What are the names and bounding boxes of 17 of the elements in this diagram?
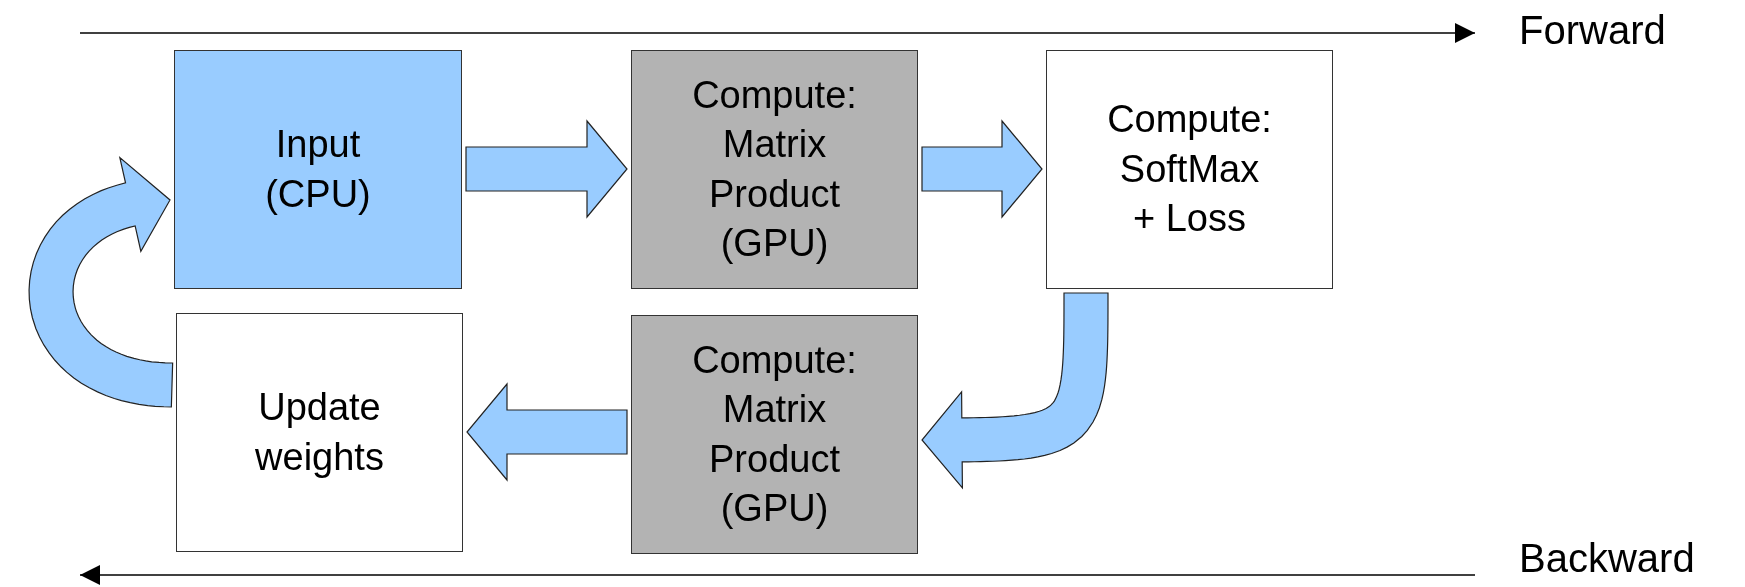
node-label: Update weights xyxy=(254,385,385,480)
direction-label: Forward xyxy=(1519,8,1666,53)
block-arrow xyxy=(921,119,1043,219)
process-box xyxy=(1046,50,1333,289)
node-label: Compute: SoftMax + Loss xyxy=(1106,97,1273,242)
node-label: Compute: Matrix Product (GPU) xyxy=(691,337,858,531)
block-arrow xyxy=(466,382,628,482)
process-box xyxy=(631,315,918,554)
node-label: Compute: Matrix Product (GPU) xyxy=(691,72,858,266)
process-box xyxy=(176,313,463,552)
block-arrow xyxy=(28,155,174,408)
process-box xyxy=(631,50,918,289)
direction-label: Backward xyxy=(1519,536,1695,581)
block-arrow xyxy=(921,292,1109,490)
block-arrow xyxy=(465,119,628,219)
node-label: Input (CPU) xyxy=(264,122,372,217)
process-box xyxy=(174,50,462,289)
